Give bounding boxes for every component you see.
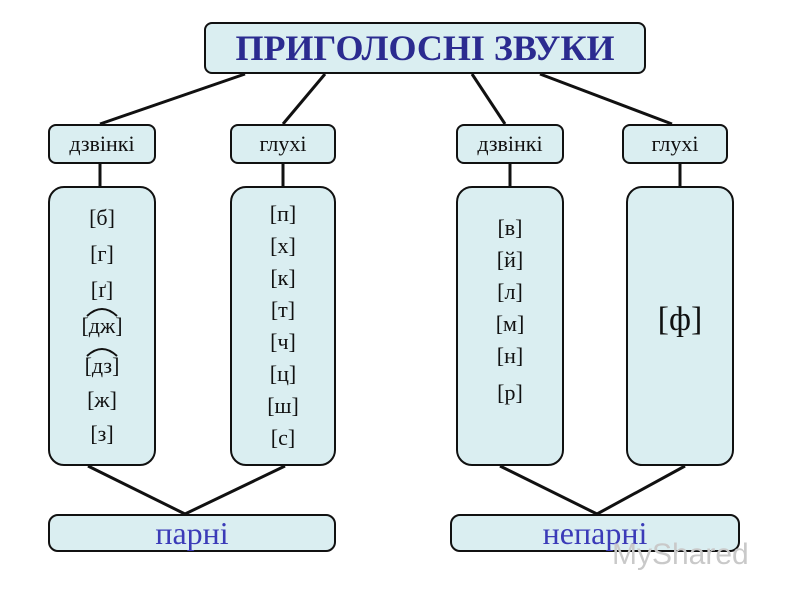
ligature-arc-icon xyxy=(86,308,118,317)
connector-col-2-paired xyxy=(184,464,286,516)
diagram-title: ПРИГОЛОСНІ ЗВУКИ xyxy=(204,22,646,74)
ligature-arc-icon xyxy=(86,348,118,357)
sound-item: [ц] xyxy=(269,361,297,386)
sound-text: [дз] xyxy=(84,353,120,378)
sounds-paired-voiced: [б] [г] [ґ] [дж] [дз] [ж] [з] xyxy=(48,186,156,466)
sound-item: [г] xyxy=(90,241,114,266)
sound-item: [ч] xyxy=(270,329,296,354)
sound-item: [р] xyxy=(497,380,523,405)
sound-item: [ф] xyxy=(657,301,703,338)
sound-item: [с] xyxy=(270,425,296,450)
connector-col-4-unpaired xyxy=(596,464,686,516)
label-unpaired: непарні xyxy=(450,514,740,552)
sound-item: [п] xyxy=(269,201,297,226)
sound-item: [к] xyxy=(270,265,296,290)
label-unpaired-voiceless: глухі xyxy=(622,124,728,164)
label-unpaired-voiced: дзвінкі xyxy=(456,124,564,164)
label-paired-voiced: дзвінкі xyxy=(48,124,156,164)
connector-title-paired-voiceless xyxy=(281,73,327,125)
connector-title-paired-voiced xyxy=(99,72,246,126)
connector-title-unpaired-voiceless xyxy=(539,72,673,126)
sounds-unpaired-voiced: [в] [й] [л] [м] [н] [р] xyxy=(456,186,564,466)
sound-text: [дж] xyxy=(81,313,123,338)
connector-col-3-unpaired xyxy=(499,464,598,516)
sound-item: [дж] xyxy=(81,308,123,339)
label-paired-voiceless: глухі xyxy=(230,124,336,164)
sounds-paired-voiceless: [п] [х] [к] [т] [ч] [ц] [ш] [с] xyxy=(230,186,336,466)
sound-item: [л] xyxy=(497,279,523,304)
sound-item: [б] xyxy=(89,205,115,230)
sound-item: [з] xyxy=(90,421,114,446)
sound-item: [ґ] xyxy=(90,277,114,302)
sounds-unpaired-voiceless: [ф] xyxy=(626,186,734,466)
connector-col-1-paired xyxy=(87,464,186,516)
watermark: MyShared xyxy=(612,538,749,571)
connector-title-unpaired-voiced xyxy=(470,73,507,125)
sound-item: [т] xyxy=(270,297,296,322)
sound-item: [м] xyxy=(495,311,525,336)
sound-item: [дз] xyxy=(84,348,120,379)
sound-item: [х] xyxy=(270,233,296,258)
label-paired: парні xyxy=(48,514,336,552)
sound-item: [в] xyxy=(497,215,523,240)
sound-item: [ж] xyxy=(87,387,117,412)
sound-item: [н] xyxy=(496,343,524,368)
sound-item: [ш] xyxy=(267,393,299,418)
sound-item: [й] xyxy=(496,247,524,272)
